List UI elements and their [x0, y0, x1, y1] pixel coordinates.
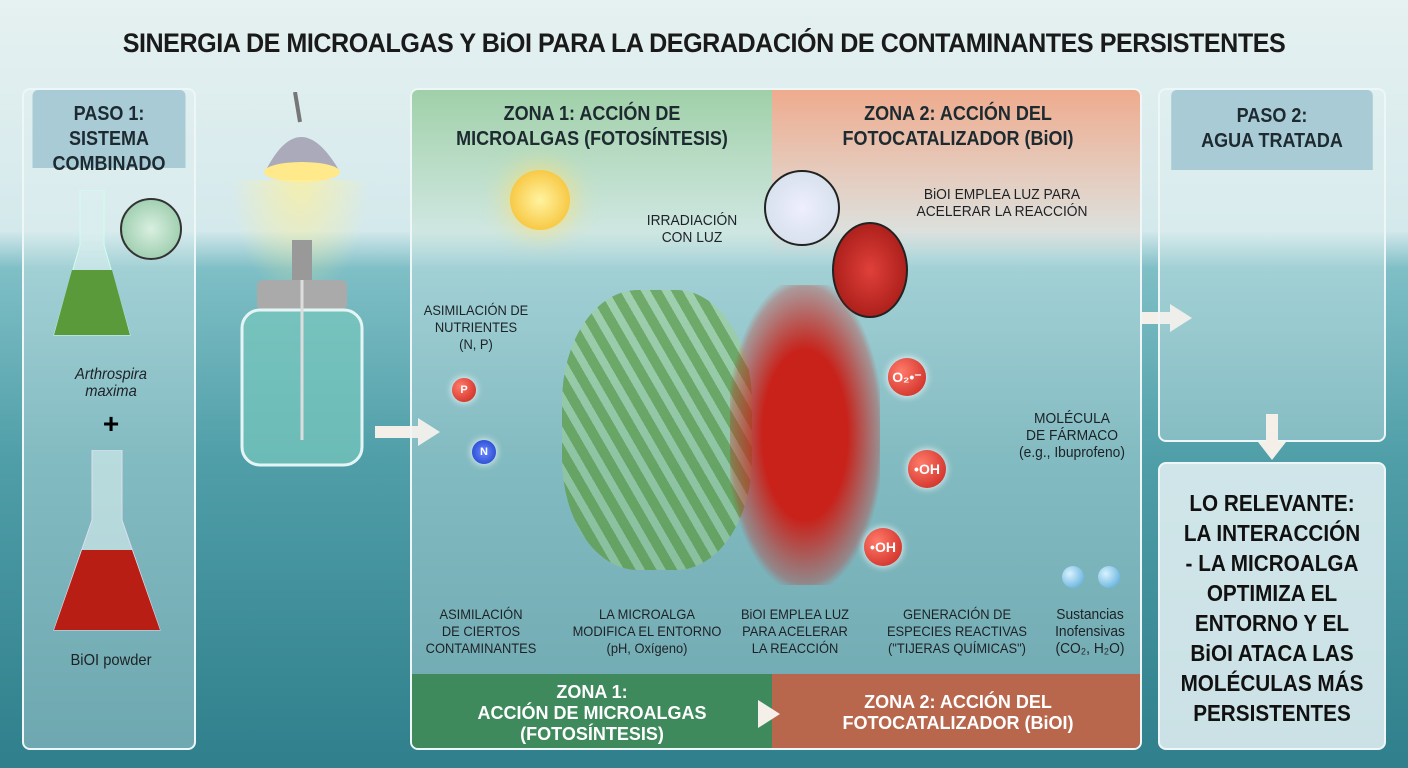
irradiation-line: CON LUZ — [661, 229, 723, 246]
crystal-structure-icon — [764, 170, 840, 246]
arrow-shaft — [375, 426, 420, 438]
process-panel: ZONA 1: ACCIÓN DE MICROALGAS (FOTOSÍNTESI… — [410, 88, 1142, 750]
bottom-zone1-line: ACCIÓN DE MICROALGAS — [477, 703, 707, 723]
conclusion-line: - LA MICROALGA — [1185, 550, 1359, 576]
nutrients-line: NUTRIENTES — [434, 319, 518, 335]
lamp-icon — [255, 91, 355, 192]
zone1-header: ZONA 1: ACCIÓN DE MICROALGAS (FOTOSÍNTESI… — [430, 102, 754, 152]
conclusion-line: LO RELEVANTE: — [1189, 490, 1355, 516]
water-molecule-icon — [1062, 566, 1084, 588]
plus-sign: + — [102, 408, 120, 439]
drug-line: (e.g., Ibuprofeno) — [1019, 444, 1125, 461]
species-line: ("TIJERAS QUÍMICAS") — [888, 640, 1026, 656]
irradiation-line: IRRADIACIÓN — [646, 212, 738, 229]
zone2-header-line: ZONA 2: ACCIÓN DEL — [864, 103, 1052, 125]
zone-transition-arrow — [758, 700, 780, 728]
infographic-title: SINERGIA DE MICROALGAS Y BiOI PARA LA DE… — [122, 28, 1286, 58]
spirulina-icon — [562, 290, 752, 570]
algae-flask-icon — [52, 189, 132, 340]
bottom-zone2-line: FOTOCATALIZADOR (BiOI) — [842, 713, 1074, 733]
arrow-shaft — [1266, 414, 1278, 444]
species-line: ESPECIES REACTIVAS — [886, 623, 1028, 639]
sun-icon — [510, 170, 570, 230]
zone1-header-line: ZONA 1: ACCIÓN DE — [503, 103, 681, 125]
conclusion-line: BiOI ATACA LAS — [1190, 640, 1354, 666]
conclusion-line: MOLÉCULAS MÁS — [1180, 670, 1364, 696]
harmless-line: Sustancias — [1056, 606, 1124, 623]
arrow-to-step2 — [1170, 304, 1192, 332]
contaminants-line: CONTAMINANTES — [425, 640, 537, 656]
step2-header: PASO 2: AGUA TRATADA — [1171, 90, 1373, 170]
hydroxyl-radical-icon: •OH — [864, 528, 902, 566]
bioi-particle-cloud — [730, 285, 880, 585]
water-molecule-icon — [1098, 566, 1120, 588]
nutrients-line: ASIMILACIÓN DE — [423, 302, 529, 318]
arrow-down-to-conclusion — [1258, 442, 1286, 460]
bottom-zone1-line: ZONA 1: — [556, 682, 628, 702]
conclusion-text: LO RELEVANTE: LA INTERACCIÓN - LA MICROALG… — [1171, 488, 1373, 728]
bioi-bottom-line: LA REACCIÓN — [751, 640, 839, 656]
bioi-bottom-line: PARA ACELERAR — [742, 623, 848, 639]
bioi-powder-label: BiOI powder — [70, 652, 152, 669]
conclusion-panel: LO RELEVANTE: LA INTERACCIÓN - LA MICROALG… — [1158, 462, 1386, 750]
conclusion-line: OPTIMIZA EL — [1206, 580, 1338, 606]
step2-panel: PASO 2: AGUA TRATADA — [1158, 88, 1386, 442]
drug-line: MOLÉCULA — [1034, 410, 1110, 427]
step2-header-line: AGUA TRATADA — [1201, 130, 1343, 152]
algae-magnifier-icon — [120, 198, 182, 260]
nutrients-line: (N, P) — [459, 336, 493, 352]
organism-line: maxima — [85, 383, 137, 400]
zone2-header: ZONA 2: ACCIÓN DEL FOTOCATALIZADOR (BiOI) — [791, 102, 1126, 152]
environment-line: LA MICROALGA — [599, 606, 695, 622]
organism-line: Arthrospira — [75, 366, 147, 383]
harmless-line: (CO₂, H₂O) — [1055, 640, 1125, 657]
arrow-to-zone1 — [418, 418, 440, 446]
phosphorus-molecule-icon: P — [452, 378, 476, 402]
nitrogen-molecule-icon: N — [472, 440, 496, 464]
drug-line: DE FÁRMACO — [1025, 427, 1118, 444]
step1-header: PASO 1: SISTEMA COMBINADO — [32, 90, 186, 175]
conclusion-line: LA INTERACCIÓN — [1183, 520, 1361, 546]
contaminants-line: DE CIERTOS — [441, 623, 521, 639]
environment-line: MODIFICA EL ENTORNO — [572, 623, 722, 639]
arrow-shaft — [1142, 312, 1172, 324]
step1-header-line: SISTEMA COMBINADO — [52, 128, 166, 175]
step2-header-line: PASO 2: — [1236, 105, 1308, 127]
environment-line: (pH, Oxígeno) — [606, 640, 688, 656]
light-note-line: BiOI EMPLEA LUZ PARA — [923, 186, 1081, 203]
light-note-line: ACELERAR LA REACCIÓN — [916, 203, 1088, 220]
conclusion-line: PERSISTENTES — [1193, 700, 1351, 726]
superoxide-radical-icon: O₂•⁻ — [888, 358, 926, 396]
bioi-flask-icon — [52, 449, 162, 635]
bioreactor-icon — [232, 240, 372, 470]
zone1-background — [412, 90, 772, 260]
hydroxyl-radical-icon: •OH — [908, 450, 946, 488]
contaminants-line: ASIMILACIÓN — [439, 606, 523, 622]
bottom-zone1-bar: ZONA 1:ACCIÓN DE MICROALGAS(FOTOSÍNTESIS… — [412, 674, 772, 748]
bottom-zone1-line: (FOTOSÍNTESIS) — [520, 724, 664, 744]
species-line: GENERACIÓN DE — [902, 606, 1012, 622]
zone1-header-line: MICROALGAS (FOTOSÍNTESIS) — [456, 128, 728, 150]
bottom-zone2-line: ZONA 2: ACCIÓN DEL — [864, 692, 1052, 712]
bioi-bottom-line: BiOI EMPLEA LUZ — [740, 606, 850, 622]
conclusion-line: ENTORNO Y EL — [1194, 610, 1350, 636]
harmless-line: Inofensivas — [1055, 623, 1125, 640]
step1-header-line: PASO 1: — [73, 103, 145, 125]
zone2-background — [772, 90, 1140, 260]
zone2-header-line: FOTOCATALIZADOR (BiOI) — [842, 128, 1074, 150]
